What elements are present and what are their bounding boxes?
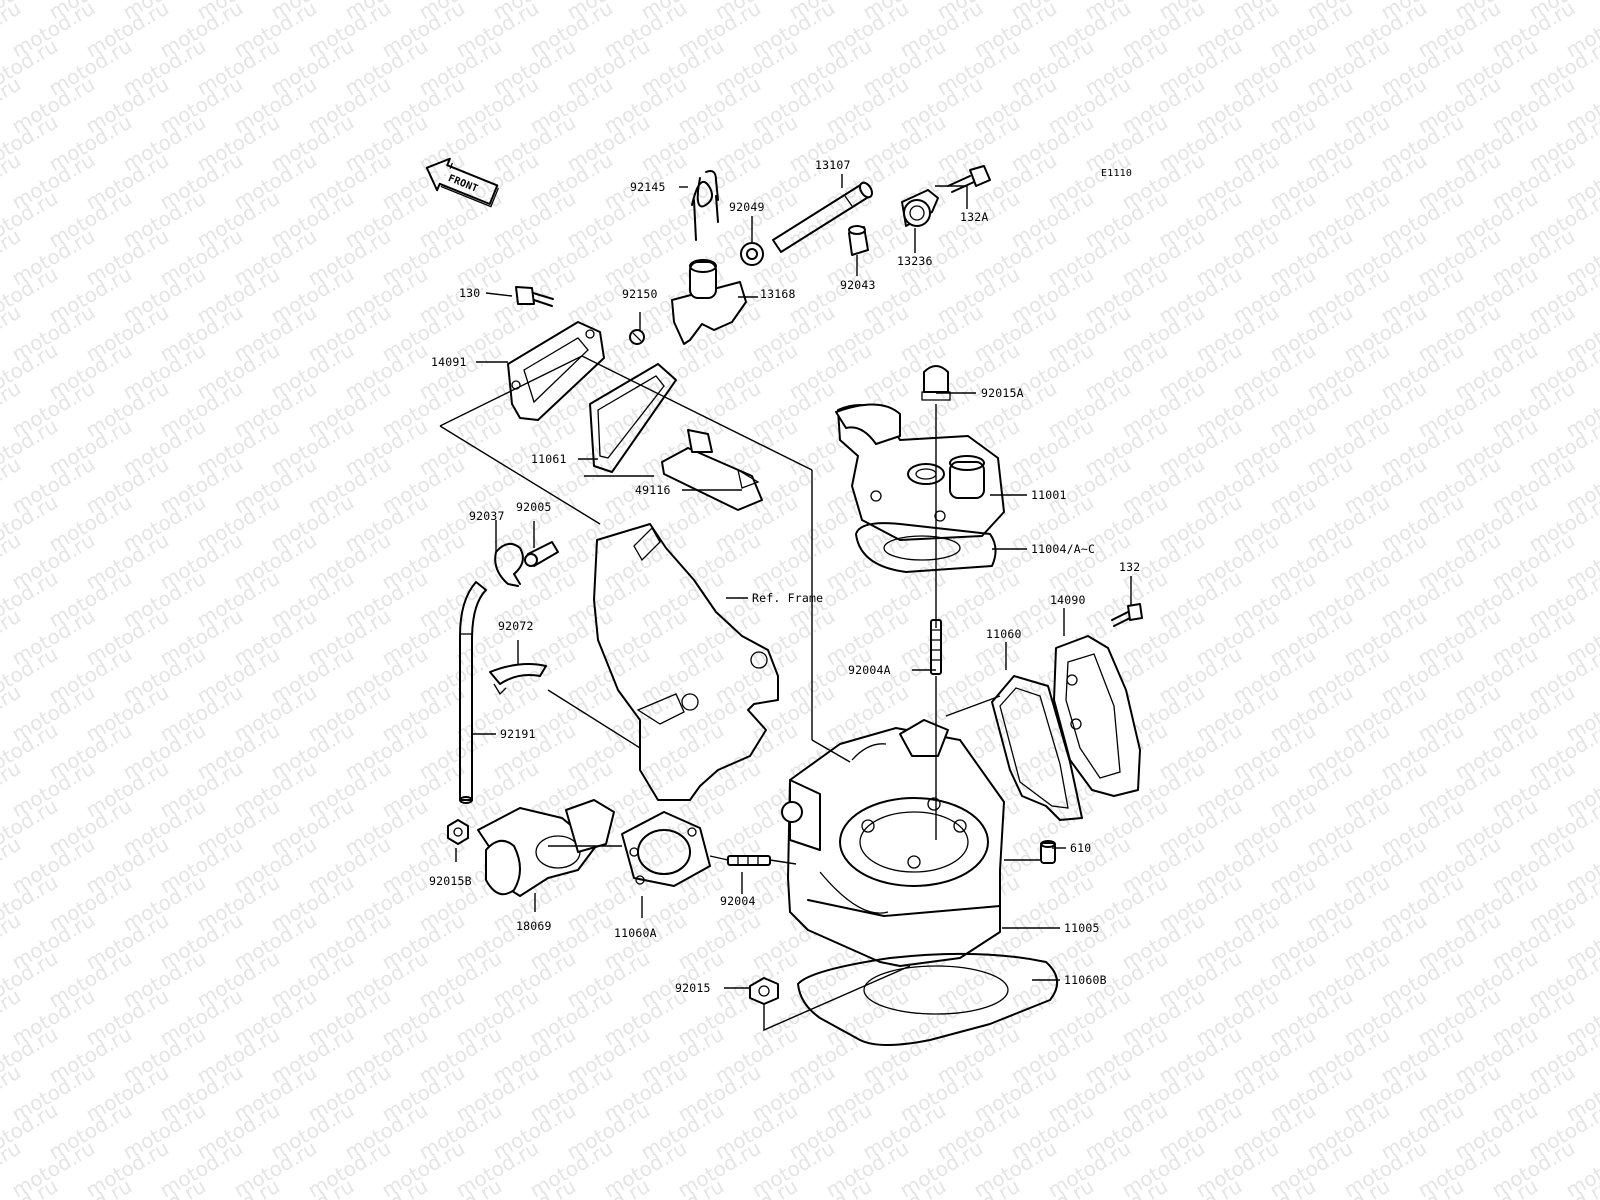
part-label-14090: 14090 bbox=[1050, 593, 1086, 607]
gasket-11061 bbox=[589, 363, 677, 473]
cylinder-head-11001 bbox=[835, 403, 1005, 541]
part-label-18069: 18069 bbox=[516, 919, 552, 933]
part-label-132A: 132A bbox=[960, 210, 989, 224]
part-label-11061: 11061 bbox=[531, 452, 567, 466]
part-label-132: 132 bbox=[1119, 560, 1140, 574]
part-label-610: 610 bbox=[1070, 841, 1091, 855]
leader-lines bbox=[439, 174, 1132, 1032]
part-label-92150: 92150 bbox=[622, 287, 658, 301]
nut-92015 bbox=[749, 977, 779, 1005]
part-label-ref-frame: Ref. Frame bbox=[752, 591, 823, 605]
part-label-11005: 11005 bbox=[1064, 921, 1100, 935]
pin-92043 bbox=[848, 225, 869, 256]
part-label-92191: 92191 bbox=[500, 727, 536, 741]
clamp-92037 bbox=[494, 542, 524, 587]
spring-92145 bbox=[691, 170, 719, 241]
clamp-92072 bbox=[489, 663, 547, 696]
shaft-13107 bbox=[772, 181, 873, 253]
bolt-130 bbox=[515, 286, 554, 307]
dowel-610 bbox=[1040, 840, 1056, 864]
seal-92049 bbox=[740, 242, 764, 266]
part-label-11060B: 11060B bbox=[1064, 973, 1107, 987]
part-label-11001: 11001 bbox=[1031, 488, 1067, 502]
nut-92015A bbox=[921, 365, 951, 401]
gasket-11060 bbox=[991, 675, 1083, 821]
fitting-92005 bbox=[524, 541, 559, 567]
part-label-13236: 13236 bbox=[897, 254, 933, 268]
part-label-92043: 92043 bbox=[840, 278, 876, 292]
part-label-92015B: 92015B bbox=[429, 874, 472, 888]
cover-14090 bbox=[1053, 635, 1141, 797]
part-label-92004A: 92004A bbox=[848, 663, 891, 677]
part-label-92049: 92049 bbox=[729, 200, 765, 214]
gasket-11060A bbox=[621, 811, 711, 887]
base-gasket-11060B bbox=[797, 952, 1058, 1046]
part-label-92037: 92037 bbox=[469, 509, 505, 523]
part-label-13107: 13107 bbox=[815, 158, 851, 172]
bolt-132A bbox=[947, 165, 991, 193]
cover-14091 bbox=[507, 321, 605, 421]
part-label-92015: 92015 bbox=[675, 981, 711, 995]
part-label-11060: 11060 bbox=[986, 627, 1022, 641]
guide-49116 bbox=[661, 429, 763, 511]
part-label-92072: 92072 bbox=[498, 619, 534, 633]
bolt-132 bbox=[1111, 603, 1143, 627]
part-label-92145: 92145 bbox=[630, 180, 666, 194]
part-label-13168: 13168 bbox=[760, 287, 796, 301]
cylinder-11005 bbox=[781, 719, 1005, 967]
manifold-18069 bbox=[477, 799, 615, 897]
stud-92004 bbox=[727, 855, 771, 866]
part-label-92015A: 92015A bbox=[981, 386, 1024, 400]
lever-13168 bbox=[671, 259, 747, 345]
frame-outline bbox=[593, 523, 779, 801]
part-label-11004: 11004/A~C bbox=[1031, 542, 1095, 556]
diagram-code: E1110 bbox=[1101, 168, 1132, 179]
screw-92150 bbox=[629, 329, 645, 345]
hose-92191 bbox=[459, 581, 487, 804]
part-label-92004: 92004 bbox=[720, 894, 756, 908]
part-label-130: 130 bbox=[459, 286, 480, 300]
head-gasket-11004 bbox=[855, 522, 997, 573]
nut-92015B bbox=[447, 819, 469, 845]
gear-13236 bbox=[901, 189, 939, 227]
part-label-14091: 14091 bbox=[431, 355, 467, 369]
stud-92004A bbox=[930, 619, 942, 675]
part-label-49116: 49116 bbox=[635, 483, 671, 497]
part-label-11060A: 11060A bbox=[614, 926, 657, 940]
part-label-92005: 92005 bbox=[516, 500, 552, 514]
